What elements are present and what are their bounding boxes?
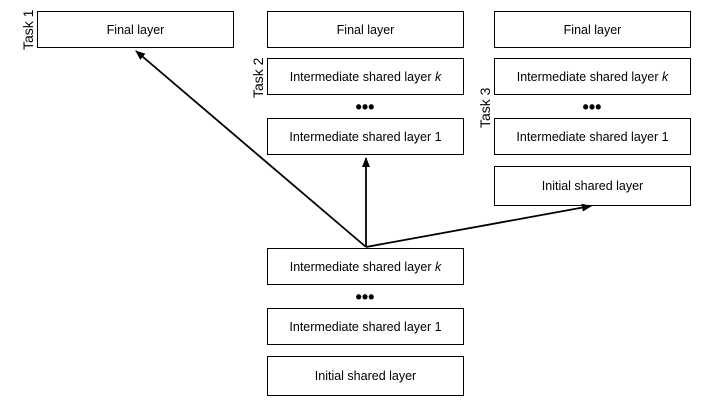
- task3-intermediate-k-text: Intermediate shared layer: [516, 69, 659, 84]
- task3-ellipsis: •••: [582, 97, 602, 117]
- task3-final-layer: Final layer: [494, 11, 691, 48]
- task2-final-layer-label: Final layer: [336, 22, 395, 37]
- task2-ellipsis: •••: [355, 97, 375, 117]
- task3-final-layer-label: Final layer: [563, 22, 622, 37]
- task3-intermediate-layer-k: Intermediate shared layer k: [494, 58, 691, 95]
- task3-initial-layer: Initial shared layer: [494, 166, 691, 206]
- shared-ellipsis: •••: [355, 287, 375, 307]
- arrow-to-task1: [135, 50, 367, 248]
- task2-intermediate-k-var: k: [434, 69, 442, 84]
- task1-final-layer-label: Final layer: [106, 22, 165, 37]
- task3-intermediate-1-label: Intermediate shared layer 1: [516, 129, 669, 144]
- task2-intermediate-layer-k: Intermediate shared layer k: [267, 58, 464, 95]
- shared-intermediate-layer-k: Intermediate shared layer k: [267, 248, 464, 285]
- shared-initial-layer-label: Initial shared layer: [314, 369, 417, 383]
- shared-intermediate-layer-1: Intermediate shared layer 1: [267, 308, 464, 345]
- shared-intermediate-1-label: Intermediate shared layer 1: [289, 319, 442, 334]
- task2-intermediate-layer-1: Intermediate shared layer 1: [267, 118, 464, 155]
- task2-intermediate-k-text: Intermediate shared layer: [289, 69, 432, 84]
- task3-intermediate-layer-1: Intermediate shared layer 1: [494, 118, 691, 155]
- task3-initial-layer-label: Initial shared layer: [541, 179, 644, 193]
- task1-final-layer: Final layer: [37, 11, 234, 48]
- shared-intermediate-k-text: Intermediate shared layer: [289, 259, 432, 274]
- arrow-to-task3: [365, 203, 592, 248]
- shared-initial-layer: Initial shared layer: [267, 356, 464, 396]
- task2-final-layer: Final layer: [267, 11, 464, 48]
- task3-intermediate-k-var: k: [661, 69, 669, 84]
- task2-intermediate-1-label: Intermediate shared layer 1: [289, 129, 442, 144]
- shared-intermediate-k-var: k: [434, 259, 442, 274]
